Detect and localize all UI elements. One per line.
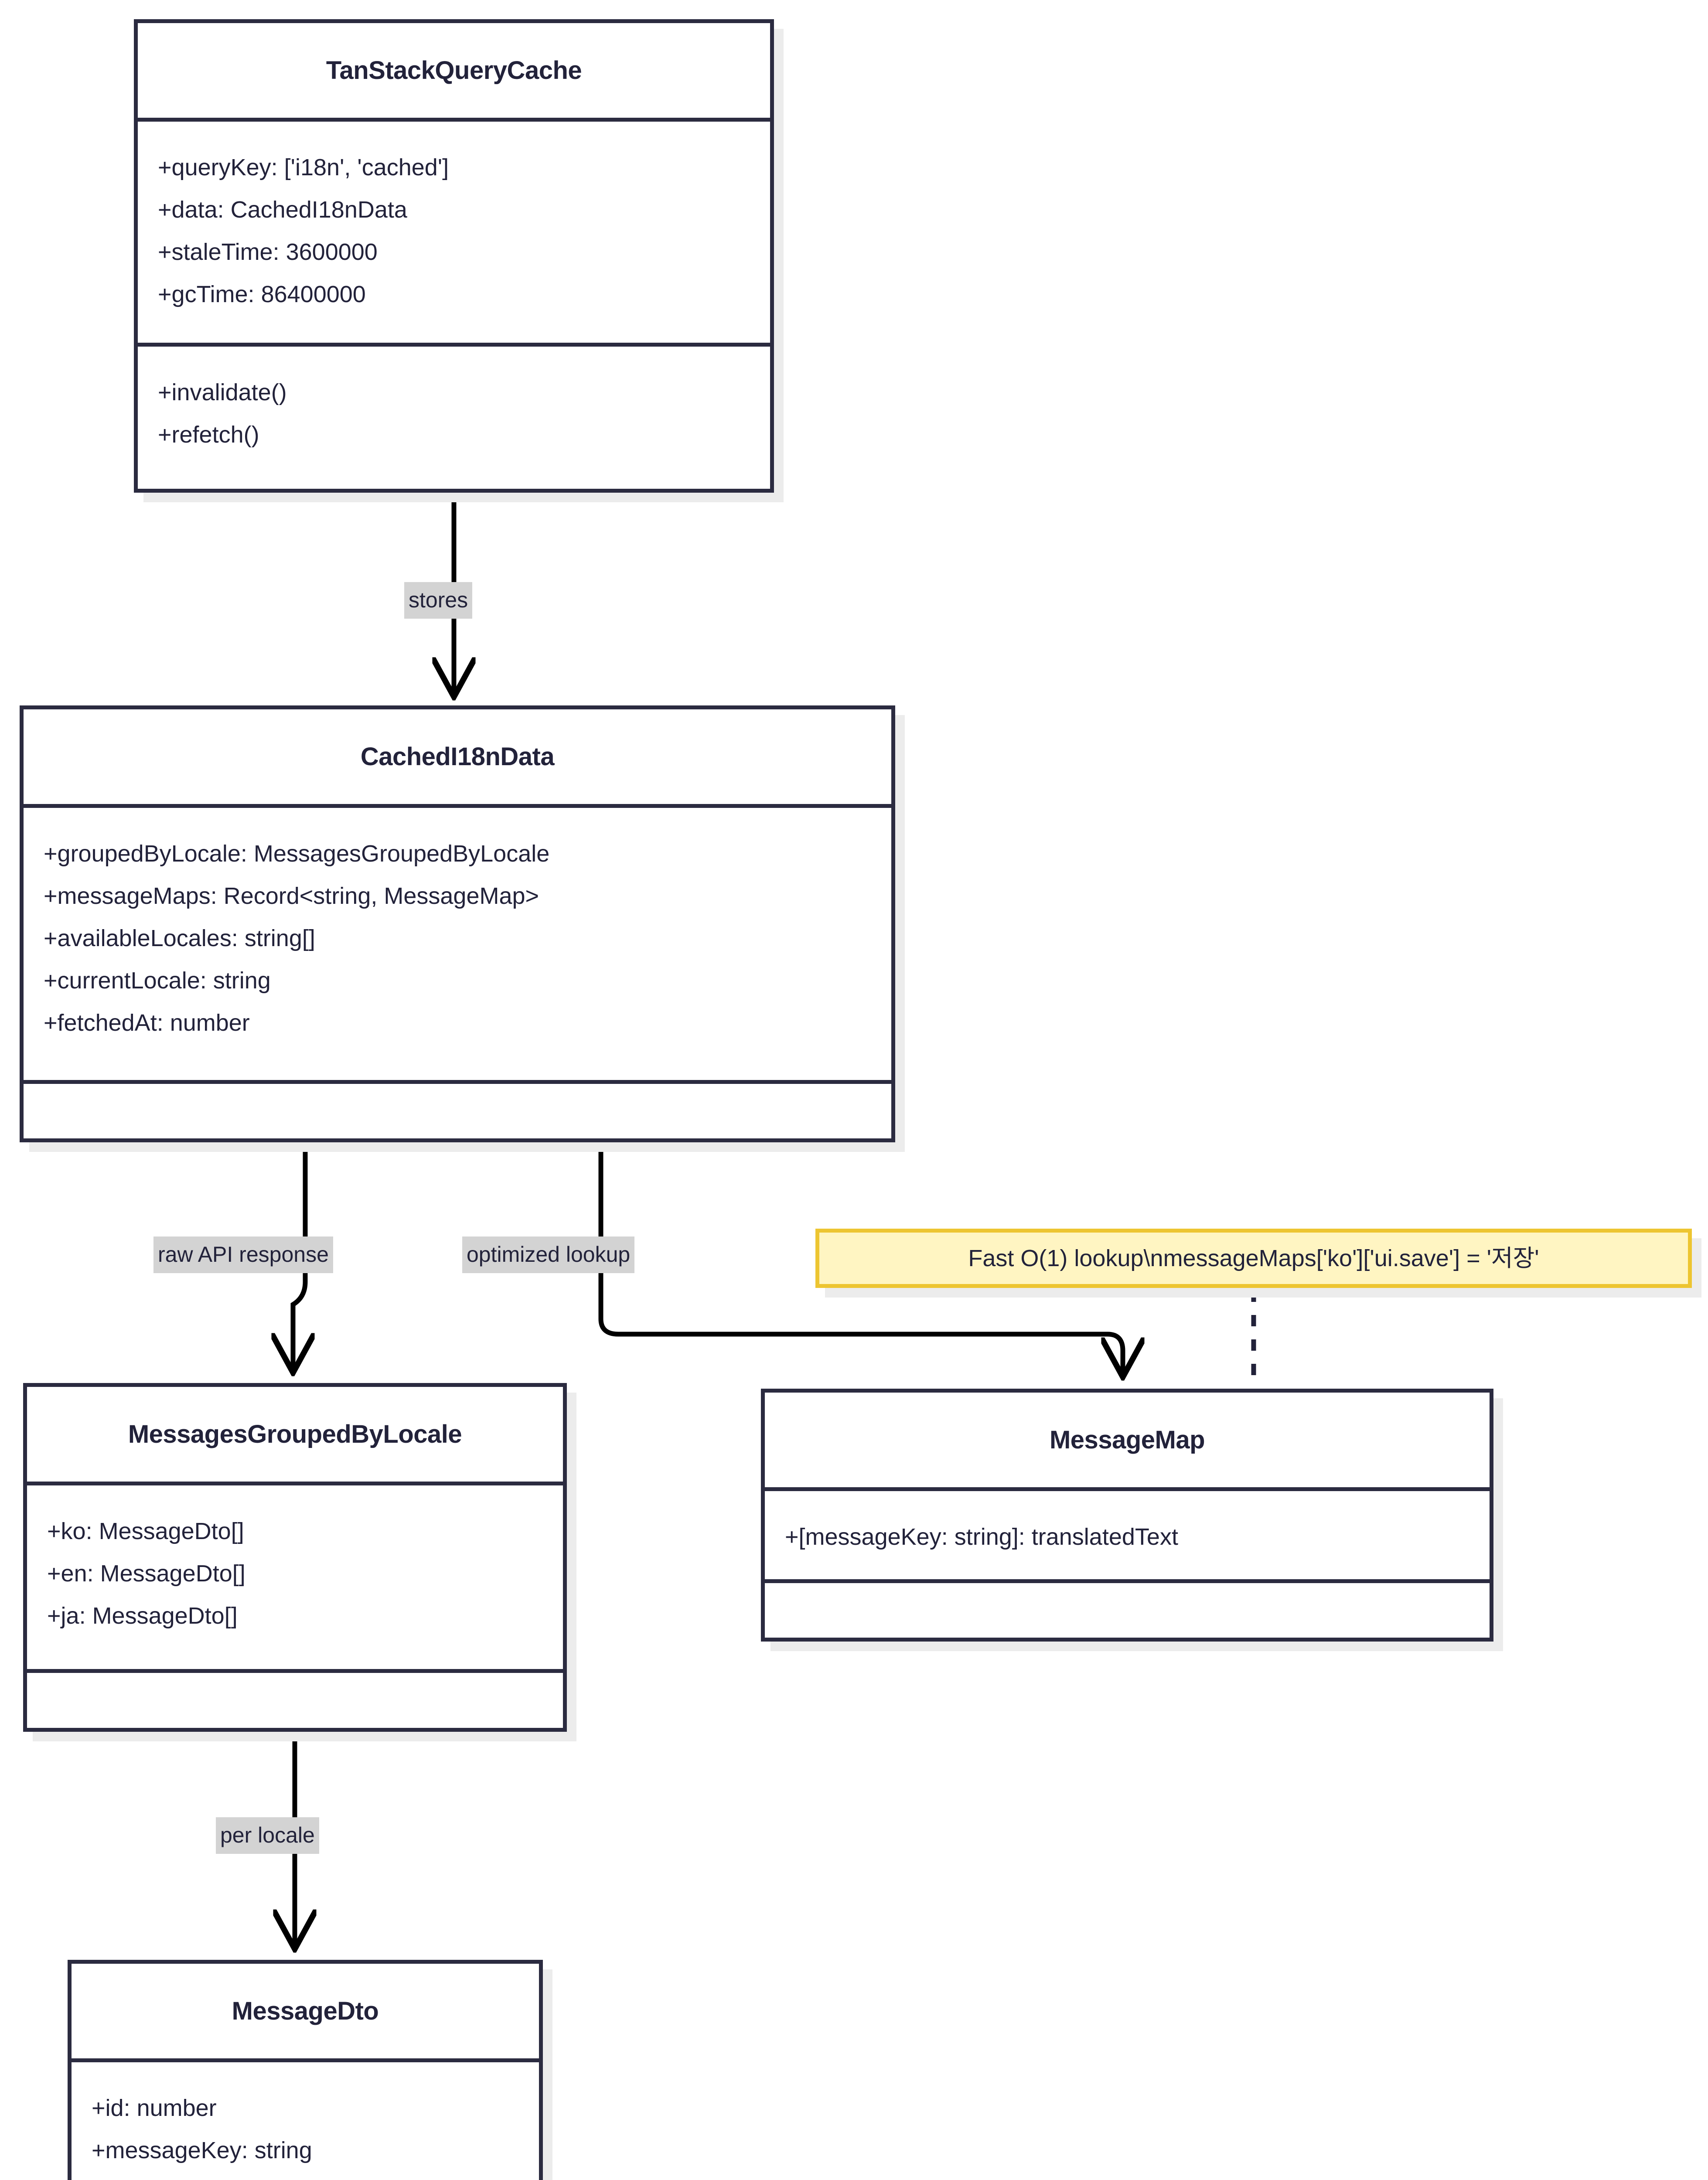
- class-attribute: +currentLocale: string: [44, 967, 271, 994]
- class-box-message-dto[interactable]: MessageDto +id: number +messageKey: stri…: [68, 1960, 543, 2180]
- edge-label-optimized-lookup: optimized lookup: [462, 1236, 635, 1273]
- edge-label-raw-api-response: raw API response: [153, 1236, 333, 1273]
- class-methods-section: [765, 1579, 1490, 1638]
- class-attribute: +fetchedAt: number: [44, 1010, 250, 1036]
- class-title-section: MessageDto: [72, 1964, 539, 2058]
- edge-label-per-locale: per locale: [216, 1817, 319, 1854]
- class-name-messages-grouped-by-locale: MessagesGroupedByLocale: [128, 1420, 462, 1448]
- class-name-message-map: MessageMap: [1049, 1426, 1205, 1454]
- class-attributes-section: +id: number +messageKey: string +locale:…: [72, 2058, 539, 2180]
- class-methods-section: +invalidate() +refetch(): [138, 343, 770, 489]
- class-attribute: +id: number: [92, 2095, 217, 2121]
- class-attribute: +gcTime: 86400000: [158, 281, 366, 307]
- class-attribute: +ja: MessageDto[]: [47, 1603, 238, 1629]
- class-name-cached-i18n-data: CachedI18nData: [360, 743, 555, 771]
- note-text: Fast O(1) lookup\nmessageMaps['ko']['ui.…: [968, 1245, 1539, 1271]
- class-attributes-section: +[messageKey: string]: translatedText: [765, 1487, 1490, 1579]
- class-methods-section: [24, 1080, 891, 1138]
- class-method: +refetch(): [158, 422, 259, 448]
- class-box-tanstack-query-cache[interactable]: TanStackQueryCache +queryKey: ['i18n', '…: [134, 19, 774, 493]
- class-attribute: +data: CachedI18nData: [158, 197, 407, 223]
- class-attributes-section: +ko: MessageDto[] +en: MessageDto[] +ja:…: [27, 1482, 563, 1669]
- edge-label-stores: stores: [404, 582, 473, 619]
- class-title-section: CachedI18nData: [24, 709, 891, 804]
- class-attribute: +staleTime: 3600000: [158, 239, 378, 265]
- class-name-tanstack-query-cache: TanStackQueryCache: [326, 56, 582, 85]
- class-name-message-dto: MessageDto: [232, 1997, 379, 2025]
- class-attribute: +ko: MessageDto[]: [47, 1518, 244, 1544]
- class-attribute: +availableLocales: string[]: [44, 925, 315, 951]
- class-attribute: +messageKey: string: [92, 2137, 312, 2163]
- class-attribute: +[messageKey: string]: translatedText: [785, 1524, 1178, 1550]
- class-attribute: +groupedByLocale: MessagesGroupedByLocal…: [44, 841, 550, 867]
- class-attribute: +messageMaps: Record<string, MessageMap>: [44, 883, 539, 909]
- class-method: +invalidate(): [158, 379, 287, 405]
- class-title-section: MessageMap: [765, 1393, 1490, 1487]
- class-attributes-section: +queryKey: ['i18n', 'cached'] +data: Cac…: [138, 118, 770, 343]
- class-attribute: +en: MessageDto[]: [47, 1560, 245, 1587]
- class-title-section: MessagesGroupedByLocale: [27, 1387, 563, 1482]
- class-attribute: +queryKey: ['i18n', 'cached']: [158, 154, 449, 181]
- class-box-messages-grouped-by-locale[interactable]: MessagesGroupedByLocale +ko: MessageDto[…: [23, 1383, 567, 1732]
- note-message-map-lookup: Fast O(1) lookup\nmessageMaps['ko']['ui.…: [815, 1229, 1692, 1288]
- class-attributes-section: +groupedByLocale: MessagesGroupedByLocal…: [24, 804, 891, 1080]
- class-methods-section: [27, 1669, 563, 1727]
- class-box-message-map[interactable]: MessageMap +[messageKey: string]: transl…: [761, 1389, 1493, 1642]
- class-title-section: TanStackQueryCache: [138, 23, 770, 118]
- class-box-cached-i18n-data[interactable]: CachedI18nData +groupedByLocale: Message…: [20, 705, 895, 1142]
